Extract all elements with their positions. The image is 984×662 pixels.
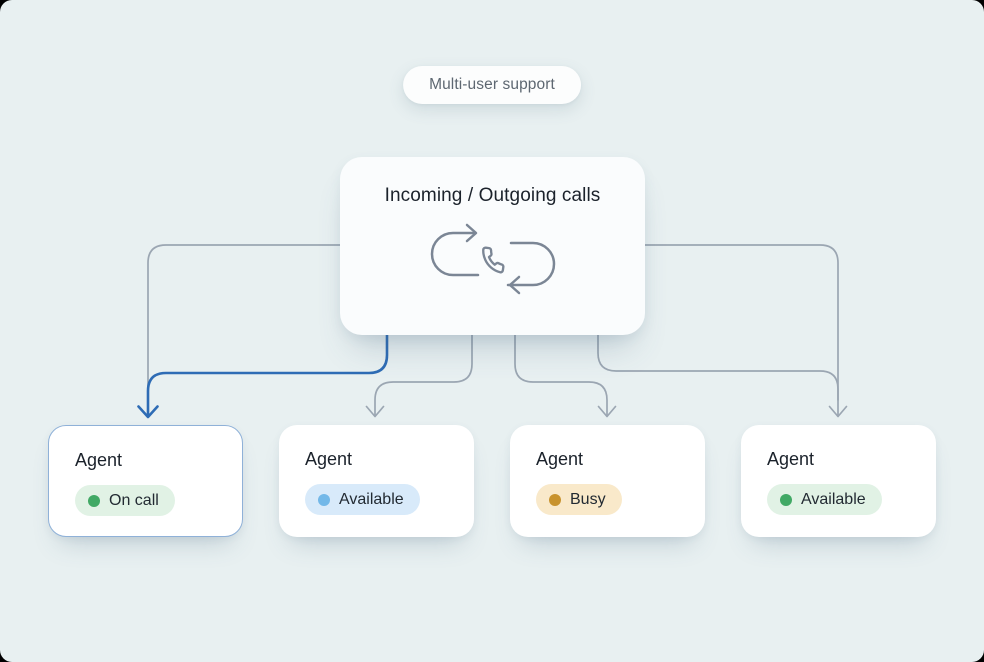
arrowhead-active-agent-1: [137, 405, 159, 419]
status-label: Available: [801, 490, 866, 508]
status-badge: On call: [75, 485, 175, 516]
outgoing-loop-icon: [430, 231, 479, 277]
badge-label: Multi-user support: [429, 76, 555, 93]
status-label: Available: [339, 490, 404, 508]
status-badge: Busy: [536, 484, 622, 515]
arrowhead-agent-2: [365, 405, 385, 418]
incoming-loop-icon: [506, 241, 555, 287]
incoming-arrowhead-icon: [508, 275, 520, 295]
multi-user-support-badge: Multi-user support: [403, 66, 581, 104]
connector-hub-bottom-to-agent-4: [597, 334, 839, 401]
status-badge: Available: [305, 484, 420, 515]
connector-hub-to-agent-3: [514, 334, 608, 416]
arrowhead-agent-3: [597, 405, 617, 418]
status-dot-icon: [88, 494, 100, 507]
connector-hub-left-to-agent-1: [147, 244, 341, 400]
connector-hub-right-to-agent-4: [644, 244, 839, 416]
arrowhead-agent-4: [828, 405, 848, 418]
status-label: Busy: [570, 490, 606, 508]
agent-name: Agent: [305, 449, 353, 469]
connector-active-hub-to-agent-1: [146, 333, 389, 416]
status-dot-icon: [780, 493, 792, 506]
agent-name: Agent: [536, 449, 584, 469]
connector-hub-to-agent-2: [374, 334, 473, 416]
status-dot-icon: [549, 493, 561, 506]
outgoing-arrowhead-icon: [465, 223, 477, 243]
status-dot-icon: [318, 493, 330, 506]
agent-name: Agent: [75, 450, 123, 470]
phone-handset-icon: [481, 246, 505, 274]
status-badge: Available: [767, 484, 882, 515]
agent-card-2: Agent Available: [279, 425, 474, 537]
agent-card-4: Agent Available: [741, 425, 936, 537]
hub-title: Incoming / Outgoing calls: [384, 185, 601, 206]
agent-card-3: Agent Busy: [510, 425, 705, 537]
incoming-outgoing-calls-card: Incoming / Outgoing calls: [340, 157, 645, 335]
phone-sync-icon: [430, 223, 555, 295]
agent-card-1: Agent On call: [48, 425, 243, 537]
agent-name: Agent: [767, 449, 815, 469]
status-label: On call: [109, 491, 159, 509]
